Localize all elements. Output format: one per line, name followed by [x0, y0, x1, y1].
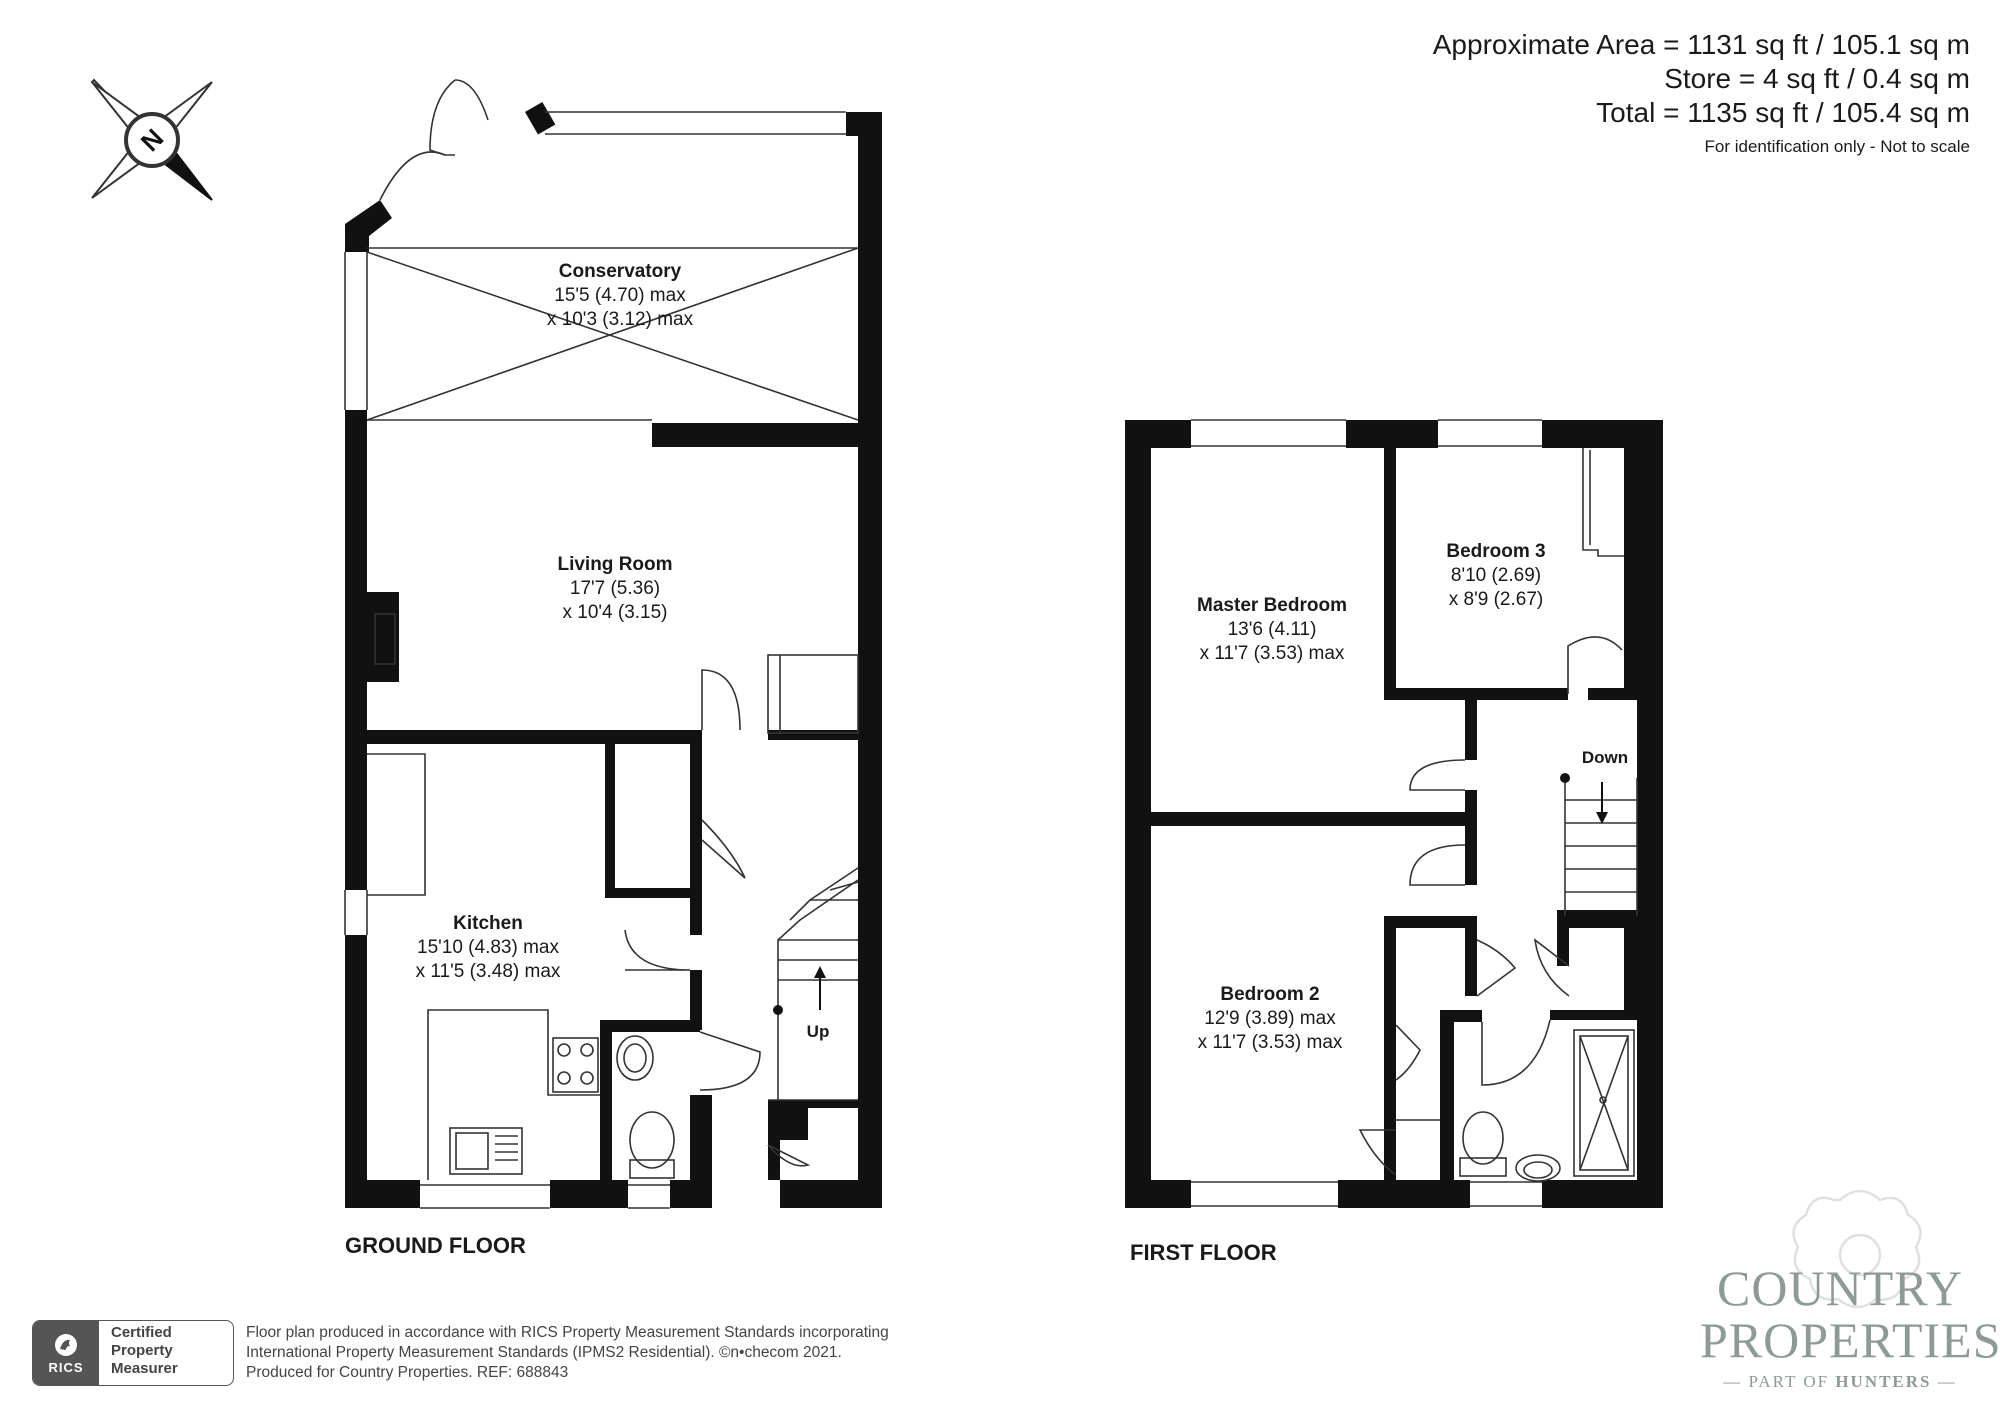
- room-dimension: 12'9 (3.89) max: [1204, 1008, 1336, 1029]
- rics-badge: RICS Certified Property Measurer: [32, 1320, 234, 1386]
- brand-tag-prefix: PART OF: [1748, 1372, 1830, 1391]
- room-bedroom-2: Bedroom 2 12'9 (3.89) max x 11'7 (3.53) …: [1198, 983, 1343, 1055]
- brand-tag-name: HUNTERS: [1835, 1372, 1932, 1391]
- room-dimension: x 10'3 (3.12) max: [546, 309, 694, 330]
- first-floor-label: FIRST FLOOR: [1130, 1240, 1277, 1265]
- room-kitchen: Kitchen 15'10 (4.83) max x 11'5 (3.48) m…: [416, 912, 561, 984]
- stairs-up-label: Up: [806, 1022, 830, 1041]
- rics-certification: Certified Property Measurer: [99, 1321, 233, 1385]
- rics-line: Measurer: [111, 1360, 178, 1377]
- area-summary: Approximate Area = 1131 sq ft / 105.1 sq…: [1433, 28, 1970, 160]
- scale-note: For identification only - Not to scale: [1704, 137, 1970, 156]
- room-dimension: x 10'4 (3.15): [562, 602, 668, 623]
- room-dimension: x 11'7 (3.53) max: [1199, 643, 1345, 664]
- room-dimension: 13'6 (4.11): [1227, 619, 1317, 640]
- brand-emblem-icon: [1792, 1189, 1922, 1309]
- room-name: Kitchen: [453, 913, 523, 934]
- stairs-down-label: Down: [1581, 748, 1629, 767]
- ground-floor-plan: [345, 102, 882, 1208]
- room-conservatory: Conservatory 15'5 (4.70) max x 10'3 (3.1…: [547, 260, 693, 332]
- stairs-down-arrow-icon: [1560, 773, 1608, 824]
- footer-line: International Property Measurement Stand…: [246, 1344, 842, 1361]
- room-master-bedroom: Master Bedroom 13'6 (4.11) x 11'7 (3.53)…: [1197, 594, 1347, 666]
- rics-emblem-icon: [55, 1333, 77, 1356]
- brand-logo: COUNTRY PROPERTIES — PART OF HUNTERS —: [1700, 1260, 2000, 1392]
- room-name: Bedroom 2: [1220, 984, 1320, 1005]
- rics-line: Certified: [111, 1324, 172, 1341]
- room-dimension: 15'10 (4.83) max: [417, 937, 559, 958]
- room-dimension: x 11'7 (3.53) max: [1197, 1032, 1343, 1053]
- brand-line-2: PROPERTIES: [1700, 1312, 2000, 1368]
- brand-tagline: — PART OF HUNTERS —: [1723, 1372, 1957, 1391]
- room-living-room: Living Room 17'7 (5.36) x 10'4 (3.15): [557, 553, 672, 625]
- approx-area: Approximate Area = 1131 sq ft / 105.1 sq…: [1432, 29, 1970, 60]
- compass-north-icon: N: [90, 78, 213, 201]
- room-dimension: 8'10 (2.69): [1450, 565, 1542, 586]
- room-name: Conservatory: [558, 261, 682, 282]
- footer-line: Floor plan produced in accordance with R…: [246, 1324, 889, 1341]
- room-dimension: 15'5 (4.70) max: [554, 285, 686, 306]
- room-dimension: x 8'9 (2.67): [1448, 589, 1544, 610]
- room-name: Master Bedroom: [1197, 595, 1347, 616]
- room-dimension: 17'7 (5.36): [569, 578, 661, 599]
- store-area: Store = 4 sq ft / 0.4 sq m: [1664, 63, 1970, 94]
- room-bedroom-3: Bedroom 3 8'10 (2.69) x 8'9 (2.67): [1446, 540, 1545, 612]
- room-name: Bedroom 3: [1446, 541, 1546, 562]
- first-floor-linework: [1191, 419, 1638, 1207]
- stairs-up-arrow-icon: [773, 966, 826, 1015]
- first-floor-plan: [1125, 420, 1663, 1208]
- total-area: Total = 1135 sq ft / 105.4 sq m: [1596, 97, 1970, 128]
- rics-line: Property: [111, 1342, 173, 1359]
- room-dimension: x 11'5 (3.48) max: [415, 961, 561, 982]
- rics-logo: RICS: [33, 1321, 99, 1385]
- footer-disclaimer: Floor plan produced in accordance with R…: [246, 1323, 889, 1383]
- brand-line-1: COUNTRY: [1717, 1260, 1963, 1316]
- footer-line: Produced for Country Properties. REF: 68…: [246, 1364, 569, 1381]
- rics-abbr: RICS: [48, 1359, 84, 1375]
- room-name: Living Room: [557, 554, 673, 575]
- ground-floor-linework: [344, 79, 859, 1209]
- ground-floor-label: GROUND FLOOR: [345, 1233, 526, 1258]
